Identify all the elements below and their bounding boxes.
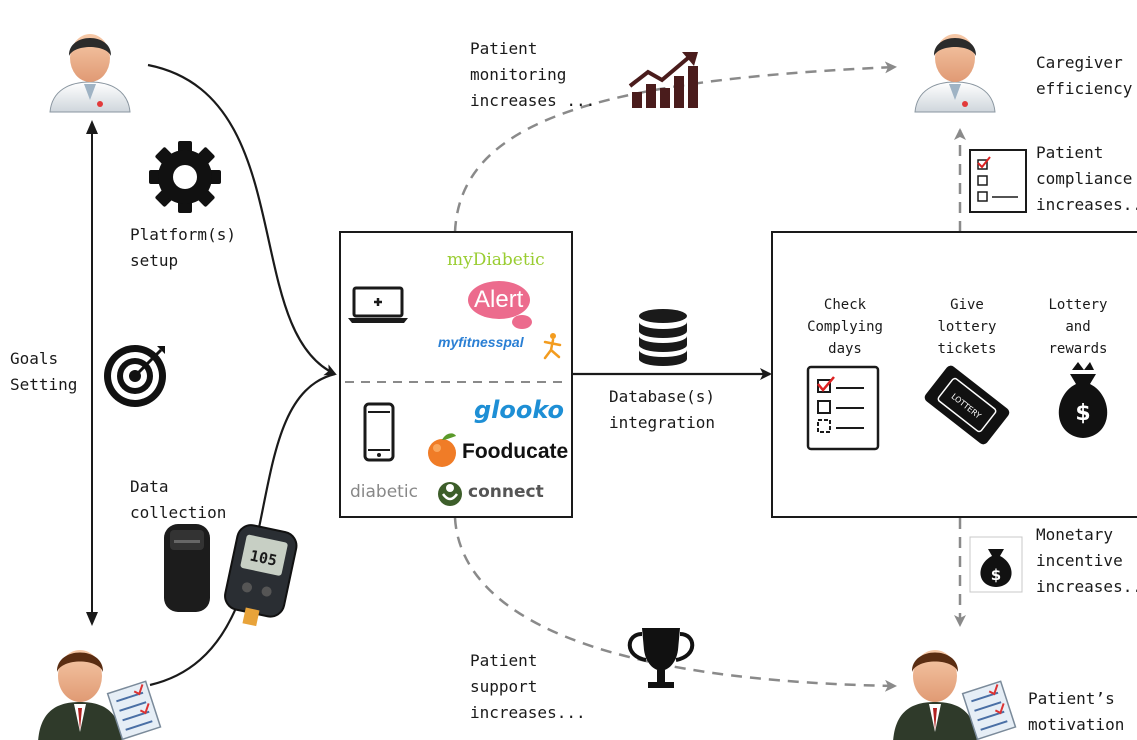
compliance-checklist-icon xyxy=(969,149,1027,213)
database-icon xyxy=(639,309,687,366)
database-integration-label: Database(s) integration xyxy=(609,387,715,432)
motivated-patient-icon xyxy=(893,650,1017,740)
give-lottery-tickets-label: Give lottery tickets xyxy=(937,297,997,357)
trophy-icon xyxy=(627,628,695,688)
mydiabetic-logo: myDiabetic xyxy=(447,250,545,270)
lottery-and-rewards-label: Lottery and rewards xyxy=(1048,297,1108,357)
monitoring-dashed-arc xyxy=(453,61,897,233)
monetary-incentive-label: Monetary incentive increases... xyxy=(1036,525,1137,596)
app-platform-box xyxy=(339,231,573,518)
fooducate-logo: Fooducate xyxy=(462,440,569,463)
myfitnesspal-figure-icon xyxy=(543,333,562,360)
caregiver-doctor-icon xyxy=(914,34,996,113)
svg-text:$: $ xyxy=(991,566,1001,584)
alert-logo-bubble xyxy=(468,281,532,329)
glucometer-icon: 105 xyxy=(224,524,298,627)
svg-text:$: $ xyxy=(1075,401,1090,426)
patient-support-label: Patient support increases... xyxy=(470,651,586,722)
patient-icon xyxy=(38,650,162,740)
trend-chart-icon xyxy=(628,52,698,108)
myfitnesspal-logo: myfitnesspal xyxy=(438,334,524,350)
platform-setup-connector xyxy=(147,63,337,376)
glucometer-reading: 105 xyxy=(248,547,278,570)
patients-motivation-label: Patient’s motivation xyxy=(1028,689,1125,734)
glooko-logo: glooko xyxy=(474,396,564,424)
doctor-icon xyxy=(49,34,131,113)
diabetic-connect-connect-text: connect xyxy=(468,482,544,502)
fitness-band-icon xyxy=(164,524,210,612)
laptop-icon xyxy=(348,286,408,323)
gear-icon xyxy=(149,141,221,213)
goals-setting-label: Goals Setting xyxy=(10,349,78,394)
check-complying-days-label: Check Complying days xyxy=(807,297,883,357)
caregiver-efficiency-label: Caregiver efficiency xyxy=(1036,53,1133,98)
phone-icon xyxy=(363,402,395,462)
diabetic-connect-icon xyxy=(438,482,462,506)
alert-logo: Alert xyxy=(474,286,524,313)
fooducate-peach-icon xyxy=(428,433,456,467)
target-icon xyxy=(104,345,166,407)
check-days-checklist-icon xyxy=(806,365,880,451)
lottery-ticket-icon: LOTTERY xyxy=(924,365,1010,445)
platform-setup-label: Platform(s) setup xyxy=(130,225,236,270)
diabetic-connect-diabetic-text: diabetic xyxy=(350,482,418,502)
patient-compliance-label: Patient compliance increases... xyxy=(1036,143,1137,214)
incentive-money-bag-icon: $ xyxy=(969,536,1023,593)
support-dashed-arc xyxy=(453,517,897,692)
reward-money-bag-icon: $ xyxy=(1058,362,1108,438)
patient-monitoring-label: Patient monitoring increases ... xyxy=(470,39,596,110)
data-collection-label: Data collection xyxy=(130,477,227,522)
